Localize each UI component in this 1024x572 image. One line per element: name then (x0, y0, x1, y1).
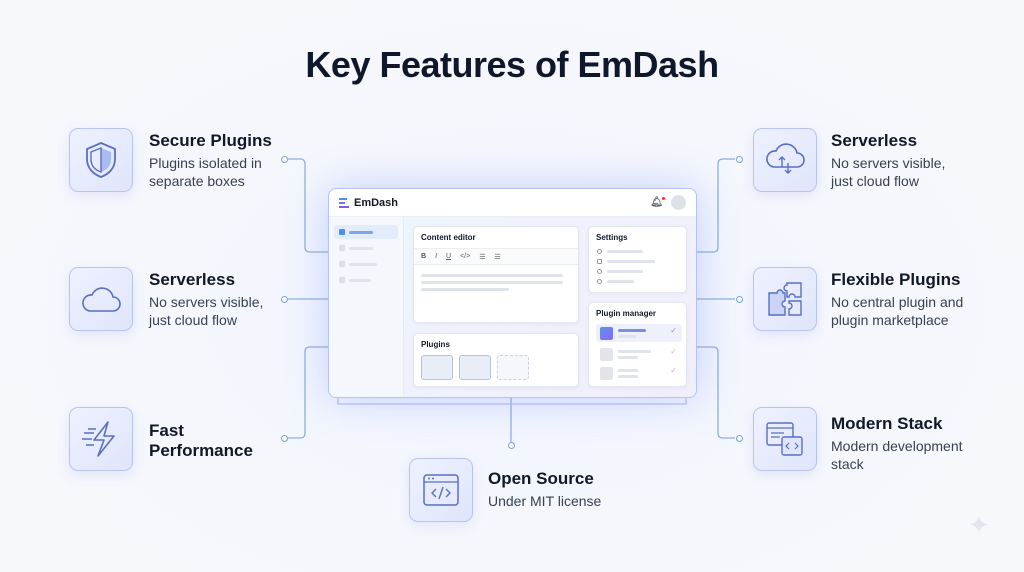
feature-title: Secure Plugins (149, 131, 272, 150)
puzzle-icon (753, 267, 817, 331)
connector-dot (281, 296, 288, 303)
bell-icon[interactable]: 🔔︎ (650, 197, 665, 208)
check-icon: ✓ (670, 347, 677, 356)
settings-card: Settings (588, 226, 687, 293)
check-icon: ✓ (670, 366, 677, 375)
app-name: EmDash (354, 196, 399, 209)
plugins-card: Plugins (413, 333, 579, 387)
settings-title: Settings (596, 233, 628, 242)
content-editor-title: Content editor (421, 233, 476, 242)
feature-title: Serverless (149, 270, 236, 289)
connector-dot (508, 442, 515, 449)
plugin-slot[interactable] (421, 355, 453, 380)
code-icon (409, 458, 473, 522)
feature-description: Modern development stack (831, 438, 963, 472)
emdash-logo-icon (339, 197, 349, 208)
sidebar-item[interactable] (334, 273, 398, 287)
editor-toolbar: B I U </> ☰ ☰ (414, 248, 578, 265)
connector-dot (281, 156, 288, 163)
feature-title: Open Source (488, 469, 594, 488)
avatar[interactable] (671, 195, 686, 210)
empty-plugin-slot[interactable] (497, 355, 529, 380)
connector-dot (736, 435, 743, 442)
code-window-icon (753, 407, 817, 471)
sidebar (329, 217, 404, 397)
feature-title: Modern Stack (831, 414, 943, 433)
plugin-slot[interactable] (459, 355, 491, 380)
sidebar-item-active[interactable] (334, 225, 398, 239)
feature-description: Under MIT license (488, 493, 602, 509)
page-title: Key Features of EmDash (305, 44, 719, 85)
code-button[interactable]: </> (460, 253, 471, 260)
lightning-icon (69, 407, 133, 471)
plugin-row-active[interactable]: ✓ (596, 324, 682, 342)
numbered-list-button[interactable]: ☰ (494, 253, 501, 261)
italic-button[interactable]: I (435, 253, 438, 260)
connector-dot (281, 435, 288, 442)
feature-title: Flexible Plugins (831, 270, 961, 289)
check-icon: ✓ (670, 326, 677, 335)
plugin-row[interactable]: ✓ (596, 345, 682, 363)
sidebar-item[interactable] (334, 257, 398, 271)
content-editor-card: Content editor B I U </> ☰ ☰ (413, 226, 579, 323)
app-header: EmDash 🔔︎ (329, 189, 696, 217)
bold-button[interactable]: B (421, 253, 427, 260)
connector-dot (736, 296, 743, 303)
plugin-manager-card: Plugin manager ✓ ✓ ✓ (588, 302, 687, 387)
shield-icon (69, 128, 133, 192)
connector-dot (736, 156, 743, 163)
cloud-icon (69, 267, 133, 331)
feature-description: No servers visible, just cloud flow (831, 155, 946, 189)
sidebar-item[interactable] (334, 241, 398, 255)
feature-description: No central plugin and plugin marketplace (831, 294, 964, 328)
sparkle-icon: ✦ (968, 510, 990, 540)
underline-button[interactable]: U (446, 253, 452, 260)
plugins-title: Plugins (421, 340, 450, 349)
app-window-mockup: EmDash 🔔︎ Content editor B I U </> ☰ ☰ P… (328, 188, 697, 398)
feature-description: No servers visible, just cloud flow (149, 294, 264, 328)
feature-title: Fast Performance (149, 421, 253, 460)
plugin-manager-title: Plugin manager (596, 309, 657, 318)
feature-title: Serverless (831, 131, 918, 150)
bullet-list-button[interactable]: ☰ (479, 253, 486, 261)
plugin-row[interactable]: ✓ (596, 364, 682, 382)
feature-description: Plugins isolated in separate boxes (149, 155, 262, 189)
cloud-sync-icon (753, 128, 817, 192)
